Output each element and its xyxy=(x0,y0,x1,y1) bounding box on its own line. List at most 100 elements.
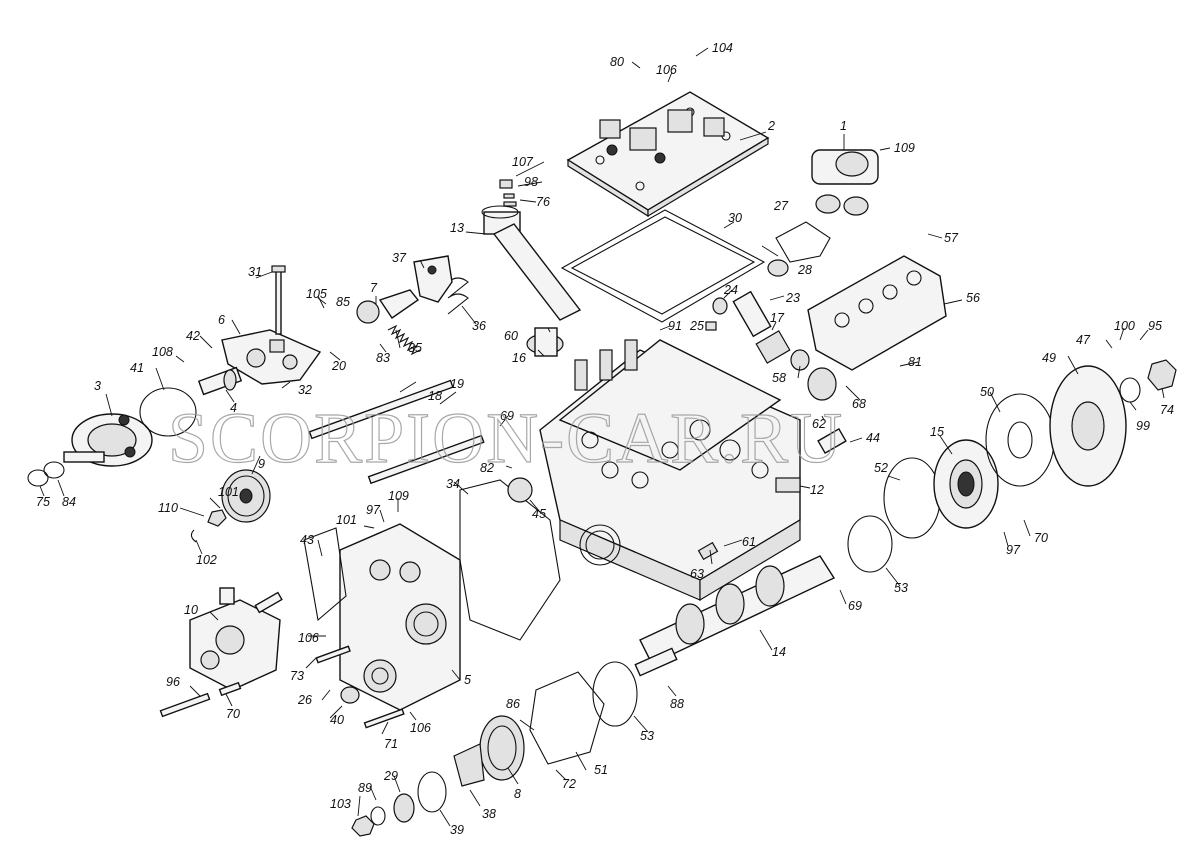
small-fittings xyxy=(499,179,847,561)
callout-106-mid: 106 xyxy=(298,631,319,645)
callout-75: 75 xyxy=(36,495,50,509)
cover-gasket-small xyxy=(303,527,347,622)
callout-106-lower: 106 xyxy=(410,721,431,735)
housing-gasket xyxy=(459,479,561,641)
callout-99: 99 xyxy=(1136,419,1150,433)
callout-38: 38 xyxy=(482,807,496,821)
disc xyxy=(985,393,1055,487)
feed-pump xyxy=(189,587,283,691)
callout-106-top: 106 xyxy=(656,63,677,77)
plunger-element xyxy=(481,205,582,357)
callout-2: 2 xyxy=(767,119,775,133)
callout-109-top: 109 xyxy=(894,141,915,155)
callout-53-lower: 53 xyxy=(640,729,654,743)
callout-95: 95 xyxy=(1148,319,1162,333)
callout-91: 91 xyxy=(668,319,682,333)
lower-small-parts xyxy=(351,743,485,837)
callout-9: 9 xyxy=(258,457,265,471)
bolts-lower xyxy=(315,645,405,729)
callout-43: 43 xyxy=(300,533,314,547)
bearing-flange xyxy=(933,439,999,529)
callout-57: 57 xyxy=(944,231,959,245)
callout-16: 16 xyxy=(512,351,526,365)
callout-100: 100 xyxy=(1114,319,1135,333)
cover-plate xyxy=(1049,365,1127,487)
callout-31: 31 xyxy=(248,265,262,279)
callout-34: 34 xyxy=(446,477,460,491)
callout-108: 108 xyxy=(152,345,173,359)
callout-15: 15 xyxy=(930,425,944,439)
governor-lever xyxy=(356,277,469,356)
callout-49: 49 xyxy=(1042,351,1056,365)
callout-1: 1 xyxy=(840,119,847,133)
callout-69-lower: 69 xyxy=(848,599,862,613)
gear-housing-cover xyxy=(339,523,461,711)
callout-97-right: 97 xyxy=(1006,543,1021,557)
callout-103: 103 xyxy=(330,797,351,811)
control-rack xyxy=(308,379,485,485)
callout-4: 4 xyxy=(230,401,237,415)
callout-82: 82 xyxy=(480,461,494,475)
plug xyxy=(340,686,360,704)
callout-102: 102 xyxy=(196,553,217,567)
callout-86: 86 xyxy=(506,697,520,711)
callout-40: 40 xyxy=(330,713,344,727)
pin xyxy=(271,265,286,335)
washer xyxy=(1119,377,1141,403)
callout-63: 63 xyxy=(690,567,704,581)
callout-53-right: 53 xyxy=(894,581,908,595)
callout-74: 74 xyxy=(1160,403,1174,417)
callout-69-upper: 69 xyxy=(500,409,514,423)
callout-98: 98 xyxy=(524,175,538,189)
camshaft xyxy=(634,555,836,677)
callout-35: 35 xyxy=(408,341,422,355)
callout-83: 83 xyxy=(376,351,390,365)
callout-32: 32 xyxy=(298,383,312,397)
callout-89: 89 xyxy=(358,781,372,795)
callout-36: 36 xyxy=(472,319,486,333)
callout-19: 19 xyxy=(450,377,464,391)
callout-97-left: 97 xyxy=(366,503,381,517)
callout-58: 58 xyxy=(772,371,786,385)
callout-42: 42 xyxy=(186,329,200,343)
o-ring-lower xyxy=(592,661,638,727)
top-cover-plate xyxy=(566,91,770,218)
callout-105: 105 xyxy=(306,287,327,301)
callout-73: 73 xyxy=(290,669,304,683)
pump-housing xyxy=(539,339,801,602)
callout-29: 29 xyxy=(383,769,398,783)
pipe-connector xyxy=(811,149,879,216)
bracket xyxy=(413,255,453,303)
callout-12: 12 xyxy=(810,483,824,497)
callout-96: 96 xyxy=(166,675,180,689)
flange xyxy=(529,671,605,765)
small-nut xyxy=(190,509,227,543)
callout-76: 76 xyxy=(536,195,550,209)
callout-72: 72 xyxy=(562,777,576,791)
inspection-cover xyxy=(807,255,947,371)
callout-18: 18 xyxy=(428,389,442,403)
callout-101-right: 101 xyxy=(336,513,357,527)
callout-71: 71 xyxy=(384,737,398,751)
callout-84: 84 xyxy=(62,495,76,509)
callout-104: 104 xyxy=(712,41,733,55)
callout-27: 27 xyxy=(773,199,789,213)
camshaft-gear xyxy=(479,715,525,781)
callout-50: 50 xyxy=(980,385,994,399)
callout-101-left: 101 xyxy=(218,485,239,499)
callout-24: 24 xyxy=(723,283,738,297)
callout-80: 80 xyxy=(610,55,624,69)
callout-85: 85 xyxy=(336,295,350,309)
callout-20: 20 xyxy=(331,359,346,373)
callout-68: 68 xyxy=(852,397,866,411)
bolts xyxy=(159,681,242,718)
callout-81: 81 xyxy=(908,355,922,369)
drive-shaft xyxy=(197,366,243,396)
callout-70-right: 70 xyxy=(1034,531,1048,545)
callout-10: 10 xyxy=(184,603,198,617)
callout-88: 88 xyxy=(670,697,684,711)
callout-26: 26 xyxy=(297,693,312,707)
washers xyxy=(27,461,65,487)
o-ring xyxy=(139,387,197,437)
callout-37: 37 xyxy=(392,251,407,265)
